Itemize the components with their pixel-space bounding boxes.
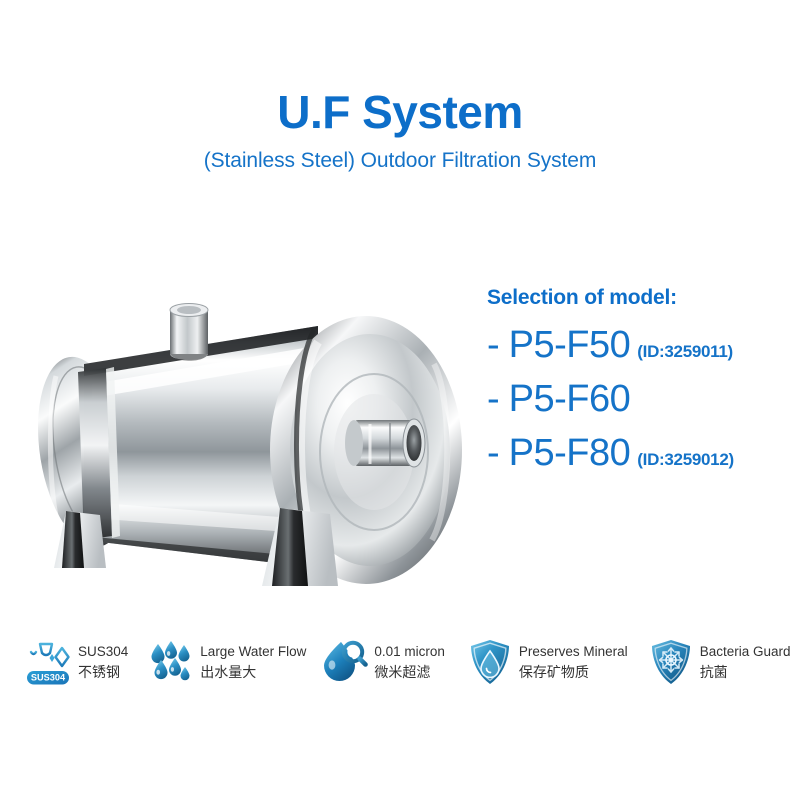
feature-label-zh: 抗菌 [699,663,728,680]
housing-foot-rear [54,511,106,568]
sus304-badge-label: SUS304 [31,673,66,683]
housing-foot-front [262,508,338,586]
page-header: U.F System (Stainless Steel) Outdoor Fil… [0,88,800,173]
product-image [18,268,488,598]
feature-label-group: Large Water Flow 出水量大 [200,638,306,682]
feature-label-group: Bacteria Guard 抗菌 [700,638,791,682]
housing-outlet-nozzle [345,418,426,468]
shield-bacteria-icon [648,638,694,690]
housing-barrel [84,326,318,568]
feature-label-zh: 不锈钢 [78,663,120,680]
model-selection-heading: Selection of model: [487,286,677,309]
feature-sus304: SUS304 SUS304 不锈钢 [26,638,128,690]
food-grade-glass-sparkle-icon: SUS304 [26,638,72,690]
model-id: (ID:3259011) [637,342,733,361]
uf-housing-illustration [38,303,462,586]
feature-label-group: SUS304 不锈钢 [78,638,128,682]
feature-label-zh: 出水量大 [200,663,257,680]
feature-label-en: Preserves Mineral [518,644,628,659]
model-name: P5-F50 [508,324,631,366]
model-bullet-dash: - [487,324,500,366]
feature-preserves-mineral: Preserves Mineral 保存矿物质 [467,638,628,690]
page-title: U.F System [277,86,523,138]
feature-label-en: SUS304 [78,644,129,659]
feature-label-zh: 保存矿物质 [518,663,589,680]
model-name: P5-F60 [508,378,631,420]
model-option-p5f50[interactable]: - P5-F50 (ID:3259011) [487,326,787,364]
feature-label-en: Bacteria Guard [699,644,791,659]
feature-label-group: 0.01 micron 微米超滤 [374,638,445,682]
model-bullet-dash: - [487,378,500,420]
model-bullet-dash: - [487,432,500,474]
housing-rear-collar [78,367,120,540]
feature-label-zh: 微米超滤 [374,663,431,680]
feature-micron-filtration: 0.01 micron 微米超滤 [322,638,445,690]
model-option-p5f80[interactable]: - P5-F80 (ID:3259012) [487,434,787,472]
page-subtitle: (Stainless Steel) Outdoor Filtration Sys… [203,149,597,173]
shield-droplet-icon [467,638,513,690]
model-id: (ID:3259012) [637,450,734,469]
water-droplets-icon [148,638,194,690]
model-name: P5-F80 [508,432,631,474]
feature-bacteria-guard: Bacteria Guard 抗菌 [648,638,791,690]
feature-label-en: 0.01 micron [374,644,445,659]
droplet-magnifier-icon [322,638,369,690]
feature-label-en: Large Water Flow [200,644,307,659]
housing-top-port [169,303,209,361]
model-option-p5f60[interactable]: - P5-F60 [487,380,787,418]
model-selection-panel: Selection of model: - P5-F50 (ID:3259011… [487,286,787,488]
feature-strip: SUS304 SUS304 不锈钢 [26,638,790,690]
feature-label-group: Preserves Mineral 保存矿物质 [519,638,628,682]
feature-large-water-flow: Large Water Flow 出水量大 [148,638,306,690]
